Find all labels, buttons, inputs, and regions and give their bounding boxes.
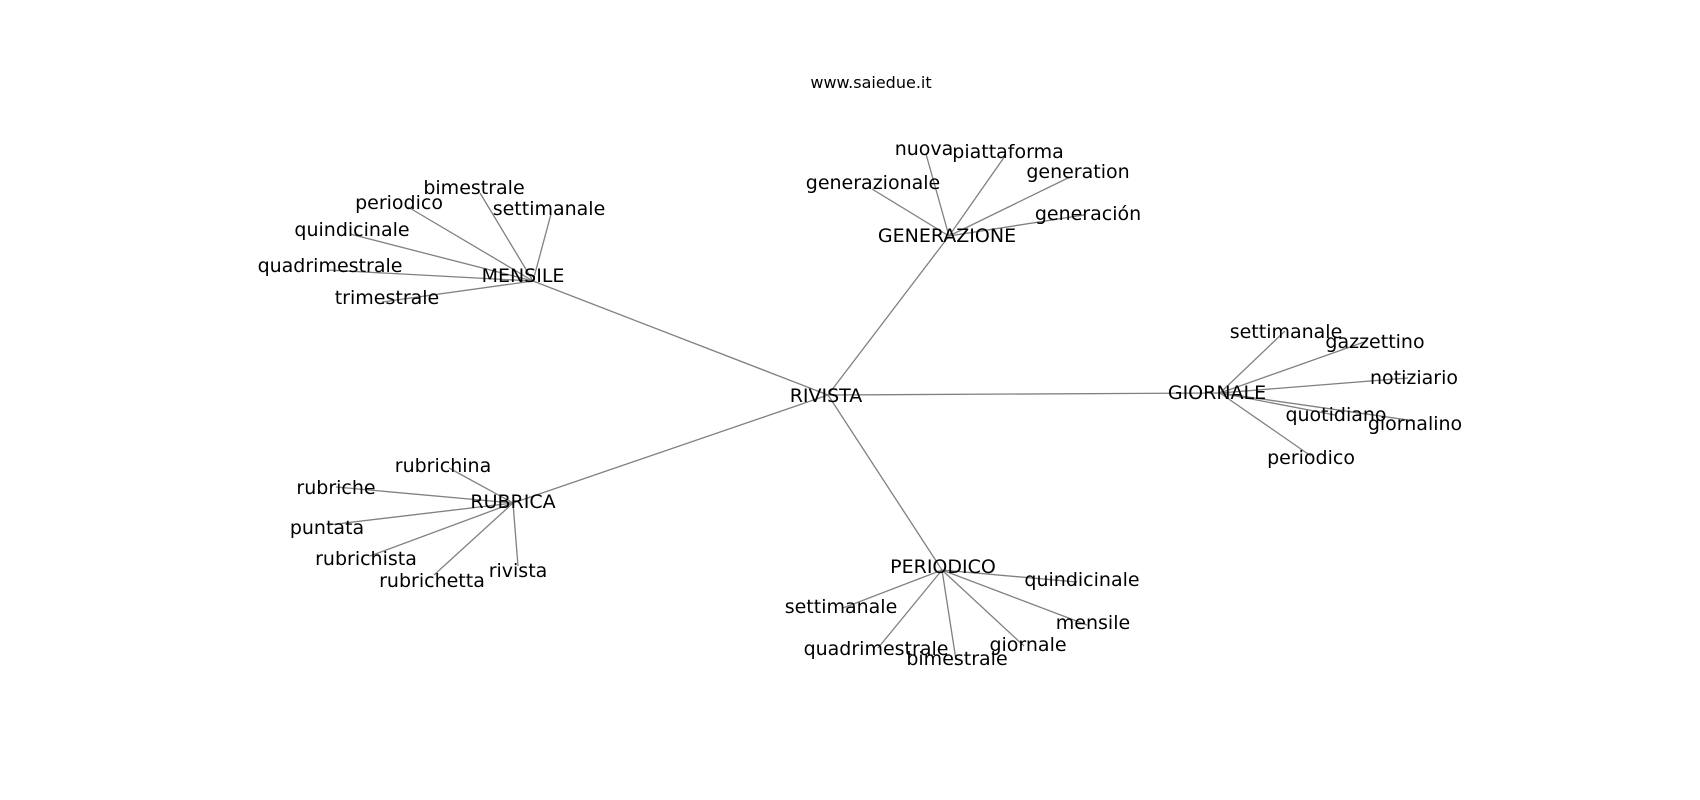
node-leaf-generazione-generazionale: generazionale xyxy=(806,172,940,194)
node-hub-generazione: GENERAZIONE xyxy=(878,225,1016,247)
node-root-rivista: RIVISTA xyxy=(790,385,863,407)
edge-root-rubrica xyxy=(512,394,829,504)
graph-edges xyxy=(326,153,1416,661)
node-leaf-periodico-giornale: giornale xyxy=(989,634,1066,656)
edge-giornale-settimanale xyxy=(1219,330,1286,394)
edge-periodico-quindicinale xyxy=(941,569,1078,583)
node-leaf-mensile-settimanale: settimanale xyxy=(493,198,606,220)
node-leaf-periodico-quadrimestrale: quadrimestrale xyxy=(804,638,949,660)
site-label: www.saiedue.it xyxy=(810,73,931,92)
node-leaf-generazione-generation: generation xyxy=(1026,161,1129,183)
node-leaf-mensile-trimestrale: trimestrale xyxy=(335,287,440,309)
edge-mensile-quadrimestrale xyxy=(326,269,534,282)
edge-root-mensile xyxy=(532,280,829,396)
node-leaf-mensile-quadrimestrale: quadrimestrale xyxy=(258,255,403,277)
edge-rubrica-rubrichetta xyxy=(433,502,514,576)
node-leaf-mensile-bimestrale: bimestrale xyxy=(423,177,524,199)
node-leaf-giornale-notiziario: notiziario xyxy=(1370,367,1458,389)
node-leaf-periodico-settimanale: settimanale xyxy=(785,596,898,618)
node-leaf-giornale-periodico: periodico xyxy=(1267,447,1355,469)
edge-giornale-gazzettino xyxy=(1219,340,1368,394)
node-leaf-mensile-periodico: periodico xyxy=(355,192,443,214)
node-hub-giornale: GIORNALE xyxy=(1168,382,1266,404)
node-leaf-generazione-generacion: generación xyxy=(1035,203,1141,225)
edge-rubrica-puntata xyxy=(327,502,514,526)
node-hub-periodico: PERIODICO xyxy=(890,556,996,578)
node-leaf-rubrica-rivista: rivista xyxy=(489,560,548,582)
node-leaf-periodico-mensile: mensile xyxy=(1056,612,1130,634)
edge-mensile-trimestrale xyxy=(381,280,534,303)
edge-periodico-settimanale xyxy=(842,569,943,609)
node-leaf-giornale-gazzettino: gazzettino xyxy=(1325,331,1424,353)
edge-giornale-giornalino xyxy=(1219,392,1416,422)
edge-periodico-bimestrale xyxy=(941,569,957,661)
edge-giornale-quotidiano xyxy=(1219,392,1336,416)
edge-root-giornale xyxy=(827,392,1221,396)
node-hub-rubrica: RUBRICA xyxy=(470,491,555,513)
edge-generazione-generation xyxy=(948,176,1071,237)
edge-rubrica-rubrichina xyxy=(448,467,514,504)
edge-periodico-mensile xyxy=(941,569,1088,626)
edge-mensile-settimanale xyxy=(532,213,552,282)
node-leaf-mensile-quindicinale: quindicinale xyxy=(294,219,409,241)
node-leaf-rubrica-puntata: puntata xyxy=(290,517,364,539)
node-leaf-generazione-piattaforma: piattaforma xyxy=(952,141,1063,163)
node-leaf-giornale-quotidiano: quotidiano xyxy=(1285,404,1386,426)
node-leaf-giornale-giornalino: giornalino xyxy=(1368,413,1462,435)
edge-periodico-giornale xyxy=(941,569,1025,647)
edge-rubrica-rubrichista xyxy=(369,502,514,557)
node-leaf-rubrica-rubriche: rubriche xyxy=(296,477,375,499)
node-leaf-rubrica-rubrichetta: rubrichetta xyxy=(379,570,485,592)
edge-mensile-periodico xyxy=(407,206,534,282)
edge-generazione-piattaforma xyxy=(948,155,1006,237)
node-leaf-generazione-nuova: nuova xyxy=(895,138,954,160)
node-hub-mensile: MENSILE xyxy=(482,265,565,287)
edge-generazione-nuova xyxy=(925,153,950,237)
edge-rubrica-rubriche xyxy=(335,486,514,504)
edge-root-periodico xyxy=(827,394,943,571)
node-leaf-rubrica-rubrichista: rubrichista xyxy=(315,548,417,570)
edge-root-generazione xyxy=(827,235,950,396)
edge-periodico-quadrimestrale xyxy=(877,569,943,649)
node-leaf-periodico-bimestrale: bimestrale xyxy=(906,648,1007,670)
edge-giornale-notiziario xyxy=(1219,377,1409,394)
node-leaf-rubrica-rubrichina: rubrichina xyxy=(395,455,491,477)
edge-rubrica-rivista xyxy=(512,502,519,567)
edge-generazione-generazionale xyxy=(871,188,950,237)
node-leaf-giornale-settimanale: settimanale xyxy=(1230,321,1343,343)
edge-mensile-bimestrale xyxy=(479,192,534,282)
node-leaf-periodico-quindicinale: quindicinale xyxy=(1024,569,1139,591)
edge-generazione-generacion xyxy=(948,214,1085,237)
edge-giornale-periodico xyxy=(1219,392,1312,457)
edge-mensile-quindicinale xyxy=(349,233,534,282)
